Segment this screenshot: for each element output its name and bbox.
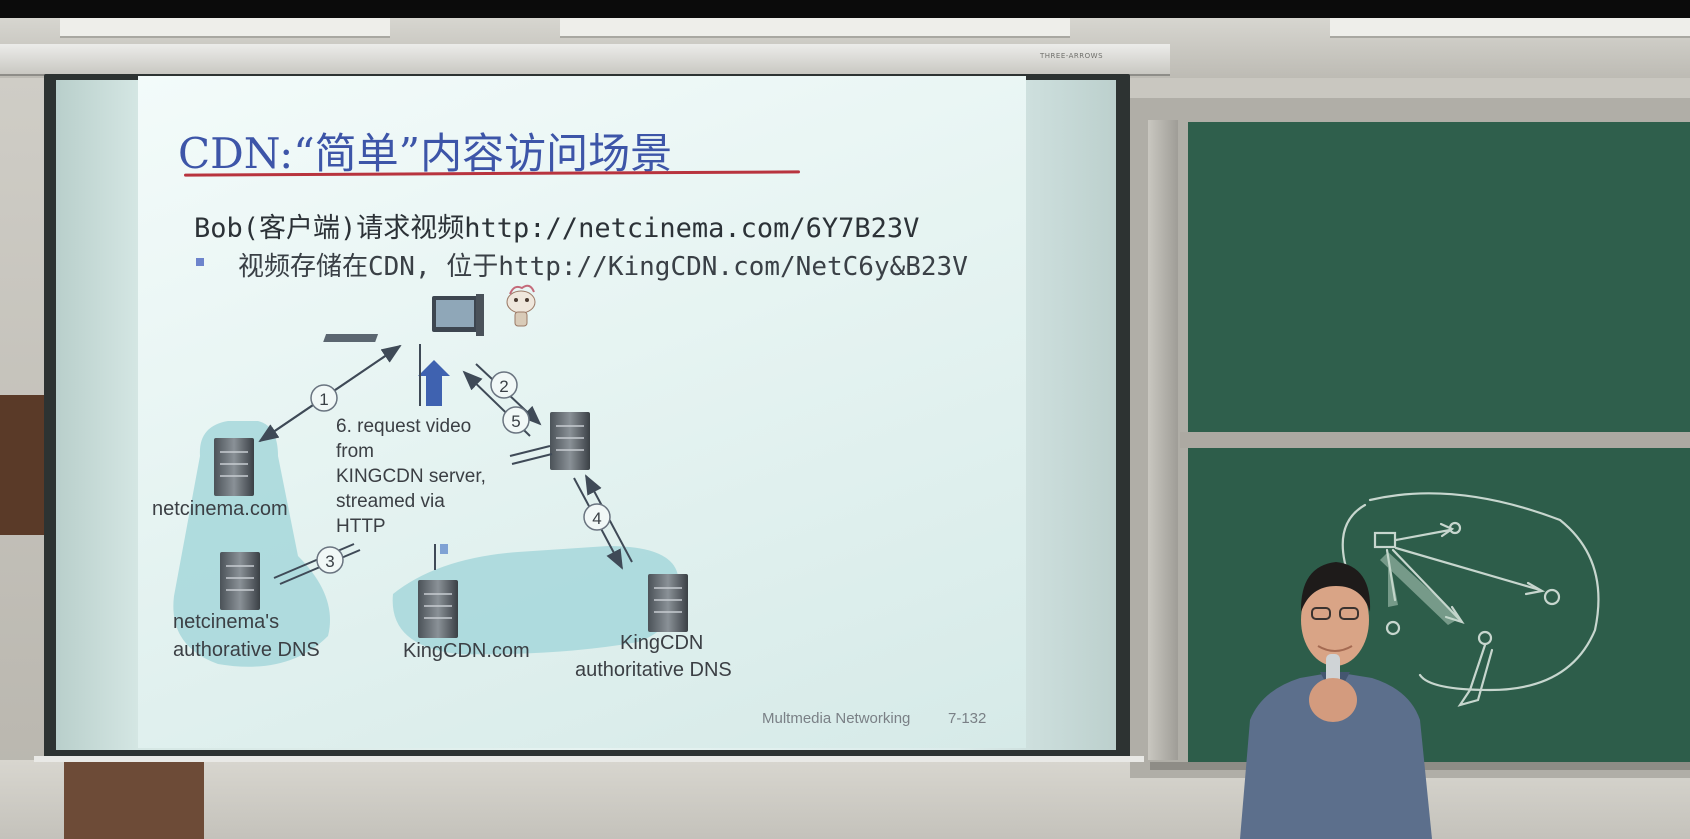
netcinema-server-icon [214, 438, 254, 496]
cdn-diagram: 1 2 5 [173, 284, 688, 667]
chalkboard-side [1148, 120, 1178, 760]
lecturer-hair [1300, 562, 1371, 612]
lecturer-shirt [1240, 672, 1432, 839]
bob-user-icon [506, 284, 536, 327]
kingcdn-label: KingCDN.com [403, 640, 530, 662]
request-text-line: from [336, 441, 374, 462]
slide-page-number: 7-132 [948, 710, 987, 727]
request-text-line: streamed via [336, 491, 445, 512]
arrow-step-3 [273, 543, 355, 579]
kingcdn-dns-server-icon [648, 574, 688, 632]
chalkboard-upper [1188, 122, 1690, 432]
step-badge [316, 546, 344, 574]
ceiling-light [60, 18, 390, 38]
lecturer-face [1301, 574, 1369, 666]
netcinema-region [173, 421, 330, 667]
kingcdn-dns-label-line2: authoritative DNS [575, 659, 732, 681]
netcinema-dns-server-icon [220, 552, 260, 610]
kingcdn-region [392, 546, 679, 655]
step-badge-label: 3 [325, 552, 334, 571]
request-text-line: KINGCDN server, [336, 466, 486, 487]
step-badge [490, 371, 518, 399]
lecturer-mouth [1317, 645, 1353, 652]
step-badge-label: 2 [499, 377, 508, 396]
glasses-icon [1311, 607, 1331, 620]
lecturer-hands [1309, 678, 1357, 722]
step-badge [310, 384, 338, 412]
glasses-icon [1339, 607, 1359, 620]
slide-text-line: Bob(客户端)请求视频http://netcinema.com/6Y7B23V [194, 213, 920, 244]
netcinema-dns-label-line1: netcinema's [173, 611, 280, 633]
screen-bottom-bar [34, 756, 1144, 762]
kingcdn-dns-label-line1: KingCDN [620, 632, 704, 654]
netcinema-dns-label-line2: authorative DNS [173, 639, 320, 661]
microphone-icon [1326, 654, 1340, 684]
slide-footer-course: Multmedia Networking [762, 710, 911, 727]
podium [64, 760, 204, 839]
video-stream-arrow [418, 360, 450, 406]
slide-title: CDN:“简单”内容访问场景 [178, 129, 673, 178]
connector-line [511, 453, 553, 465]
local-dns-server-icon [550, 412, 590, 470]
lecture-slide: CDN:“简单”内容访问场景 Bob(客户端)请求视频http://netcin… [138, 76, 1026, 748]
connector-line [509, 445, 551, 457]
chalkboard-divider [1180, 432, 1690, 448]
step-badge [583, 503, 611, 531]
step-badge [502, 406, 530, 434]
screen-brand-logo: THREE-ARROWS [1040, 52, 1104, 60]
step-badge-label: 4 [592, 509, 601, 528]
step-badge-label: 5 [511, 412, 520, 431]
request-video-text: 6. request video from KINGCDN server, st… [336, 414, 486, 539]
kingcdn-server-icon [418, 580, 458, 638]
slide-bullet: 视频存储在CDN, 位于http://KingCDN.com/NetC6y&B2… [238, 252, 968, 282]
bullet-marker [196, 258, 204, 266]
request-text-line: HTTP [336, 516, 386, 537]
ceiling-light [1330, 18, 1690, 38]
ceiling-light [560, 18, 1070, 38]
ceiling-shadow [0, 0, 1690, 18]
client-computer-icon [323, 294, 484, 342]
netcinema-label: netcinema.com [152, 498, 288, 520]
wall-panel [0, 395, 45, 535]
step-badge-label: 1 [319, 390, 328, 409]
request-text-line: 6. request video [336, 416, 472, 437]
connector-line [440, 544, 448, 554]
